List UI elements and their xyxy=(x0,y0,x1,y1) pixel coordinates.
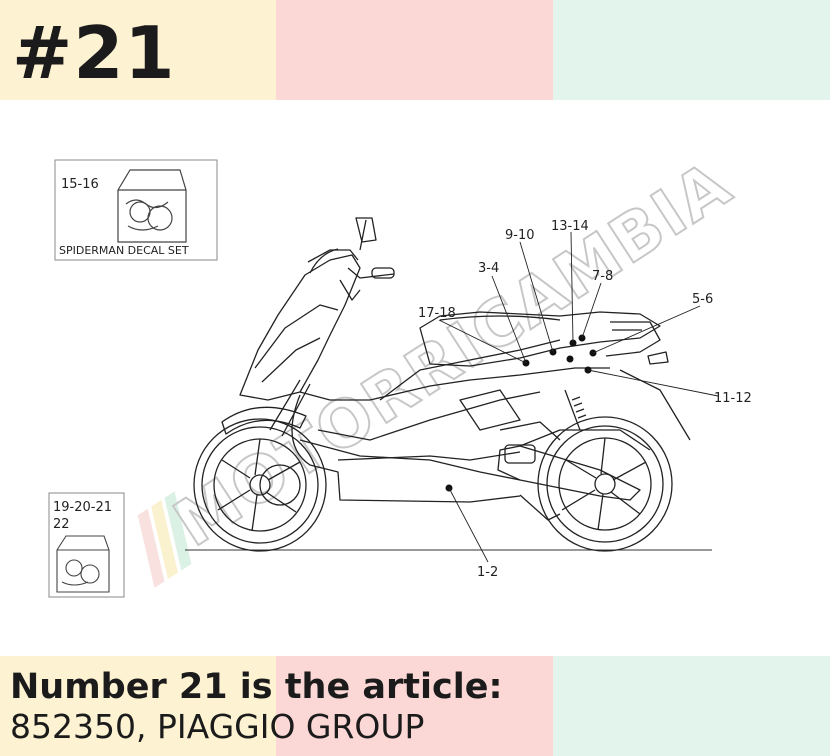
callout-17-18: 17-18 xyxy=(418,306,456,321)
leader-lines xyxy=(438,231,719,563)
article-caption-detail: 852350, PIAGGIO GROUP xyxy=(10,707,425,746)
inset-top-ref: 15-16 xyxy=(61,177,99,192)
header-band-yellow xyxy=(0,0,276,100)
footer-band-pink xyxy=(276,656,553,756)
footer-band xyxy=(0,656,830,756)
footer-band-mint xyxy=(553,656,830,756)
callout-9-10: 9-10 xyxy=(505,228,535,243)
callout-3-4: 3-4 xyxy=(478,261,499,276)
header-band-pink xyxy=(276,0,553,100)
callout-5-6: 5-6 xyxy=(692,292,713,307)
page-number-title: #21 xyxy=(12,11,176,95)
scooter-drawing xyxy=(193,217,691,552)
callout-1-2: 1-2 xyxy=(477,565,498,580)
decal-pack-icon xyxy=(56,535,110,593)
header-band xyxy=(0,0,830,100)
article-caption-heading: Number 21 is the article: xyxy=(10,667,503,707)
inset-top-caption: SPIDERMAN DECAL SET xyxy=(59,244,189,257)
callout-11-12: 11-12 xyxy=(714,391,752,406)
inset-bottom-ref-2: 22 xyxy=(53,517,70,532)
decal-pack-icon xyxy=(117,169,187,243)
inset-decal-pack: 19-20-21 22 xyxy=(48,492,125,598)
exploded-parts-diagram: MOTORRICAMBIA 15-16 SPIDERMAN DECAL SET … xyxy=(48,146,752,598)
callout-7-8: 7-8 xyxy=(592,269,613,284)
inset-bottom-ref-1: 19-20-21 xyxy=(53,500,112,515)
inset-spiderman-decal-set: 15-16 SPIDERMAN DECAL SET xyxy=(54,159,218,261)
callout-13-14: 13-14 xyxy=(551,219,589,234)
footer-band-yellow xyxy=(0,656,276,756)
header-band-mint xyxy=(553,0,830,100)
